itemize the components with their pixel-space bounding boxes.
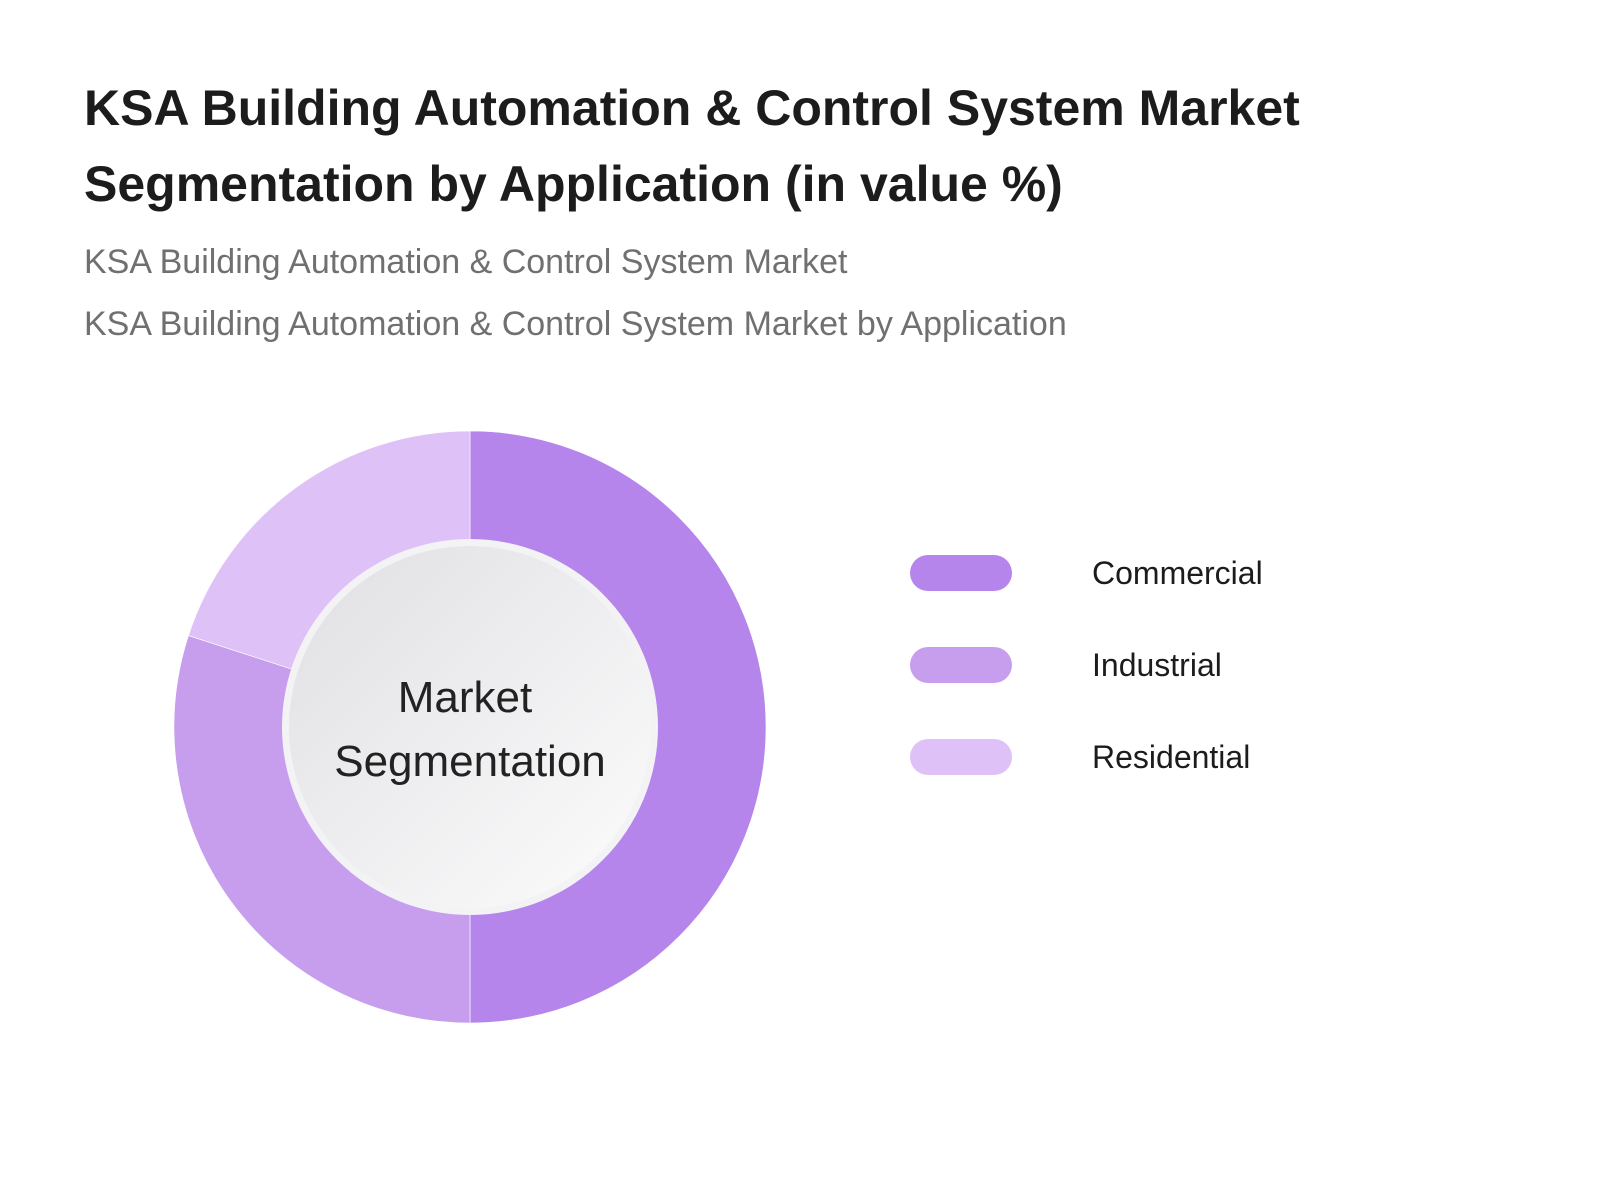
legend-label-industrial: Industrial xyxy=(1092,647,1222,683)
chart-title-line-2: Segmentation by Application (in value %) xyxy=(84,156,1063,212)
legend-label-commercial: Commercial xyxy=(1092,555,1263,591)
chart-title: KSA Building Automation & Control System… xyxy=(84,70,1484,222)
center-label-line-1: Market xyxy=(398,673,532,722)
center-label-line-2: Segmentation xyxy=(334,737,606,786)
chart-subtitle-1: KSA Building Automation & Control System… xyxy=(84,243,848,281)
legend-swatch-commercial xyxy=(910,555,1012,591)
legend-label-residential: Residential xyxy=(1092,739,1251,775)
chart-subtitle-2: KSA Building Automation & Control System… xyxy=(84,305,1067,343)
chart-title-line-1: KSA Building Automation & Control System… xyxy=(84,80,1300,136)
legend-swatch-industrial xyxy=(910,647,1012,683)
donut-center-disc xyxy=(289,546,651,908)
legend-swatch-residential xyxy=(910,739,1012,775)
